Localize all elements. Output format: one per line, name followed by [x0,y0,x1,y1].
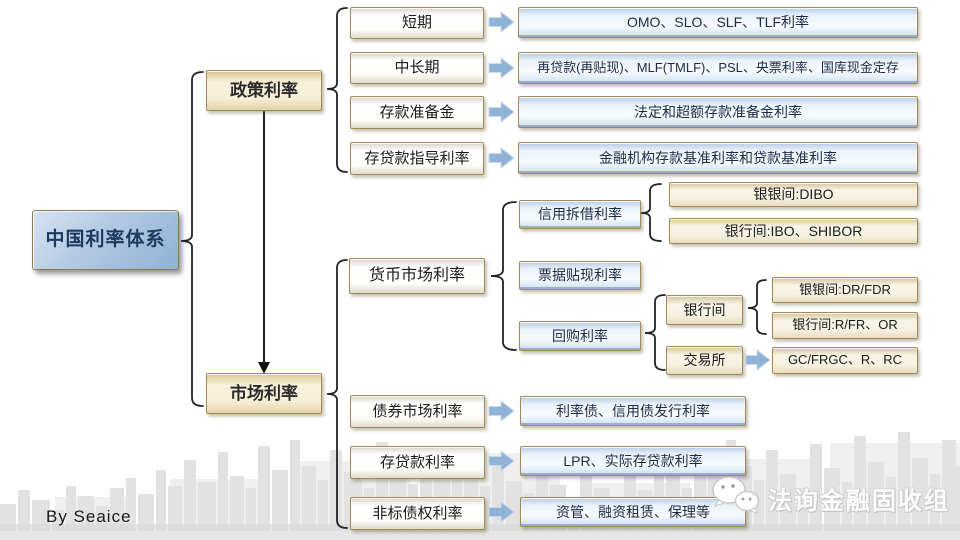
leaf-gc-frgc-r-rc: GC/FRGC、R、RC [772,347,918,374]
node-policy-rate: 政策利率 [206,70,322,111]
node-mid-long-term: 中长期 [350,52,484,84]
leaf-dr-fdr: 银银间:DR/FDR [772,277,918,303]
leaf-asset-mgmt-leasing: 资管、融资租赁、保理等 [520,497,746,527]
node-deposit-loan-guidance: 存贷款指导利率 [350,142,484,175]
leaf-relending-mlf-psl: 再贷款(再贴现)、MLF(TMLF)、PSL、央票利率、国库现金定存 [518,52,918,84]
node-reserve-requirement: 存款准备金 [350,96,484,129]
node-repo-rate: 回购利率 [519,321,641,351]
node-non-standard-debt-rate: 非标债权利率 [350,497,485,530]
brace-interbank-children [747,279,767,335]
node-market-rate: 市场利率 [206,373,322,414]
brace-credit-lending-children [640,183,662,242]
node-interbank: 银行间 [666,295,743,325]
brace-money-market-children [490,201,517,351]
leaf-omo-slo-slf-tlf: OMO、SLO、SLF、TLF利率 [518,7,918,38]
leaf-bond-issue-rates: 利率债、信用债发行利率 [520,396,746,426]
leaf-reserve-rates: 法定和超额存款准备金利率 [518,96,918,128]
node-root-china-rate-system: 中国利率体系 [32,210,179,270]
leaf-r-fr-or: 银行间:R/FR、OR [772,312,918,339]
node-exchange: 交易所 [666,346,743,375]
brace-repo-children [644,294,666,371]
node-bond-market-rate: 债券市场利率 [350,395,485,428]
flow-arrows [488,10,771,524]
flow-arrow-deposit-loan [488,449,515,473]
node-credit-lending-rate: 信用拆借利率 [519,200,641,229]
leaf-ibo-shibor: 银行间:IBO、SHIBOR [669,218,918,244]
leaf-lpr-actual-rates: LPR、实际存贷款利率 [520,446,746,476]
node-deposit-loan-rate: 存贷款利率 [350,446,485,479]
flow-arrow-reserve [488,100,515,124]
flow-arrow-short-term [488,10,515,34]
author-credit: By Seaice [46,507,132,526]
leaf-dibo: 银银间:DIBO [669,182,918,207]
flow-arrow-exchange [745,348,771,372]
flow-arrow-mid-long-term [488,56,515,80]
node-bill-discount-rate: 票据贴现利率 [519,261,641,290]
leaf-benchmark-rates: 金融机构存款基准利率和贷款基准利率 [518,142,918,174]
node-short-term: 短期 [350,7,484,39]
flow-arrow-bond-market [488,399,515,423]
watermark-brand: 法询金融固收组 [768,488,950,515]
node-money-market-rate: 货币市场利率 [349,258,485,294]
flow-arrow-non-standard [488,500,515,524]
brace-root-to-branches [180,71,204,407]
brace-policy-children [326,7,348,173]
wechat-bubbles-icon [712,476,760,514]
arrow-policy-to-market-head [258,362,270,374]
flow-arrow-guidance [488,146,515,170]
brace-market-children [326,259,348,529]
